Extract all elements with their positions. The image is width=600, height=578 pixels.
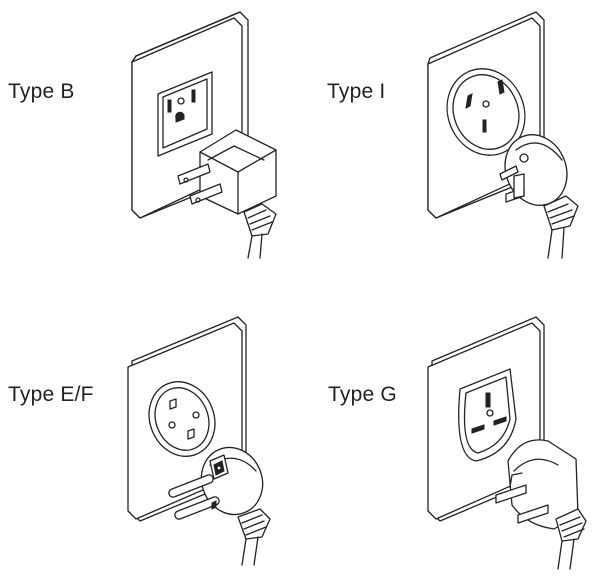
type-b-plug-socket-icon (131, 11, 277, 259)
plug-label-type-i: Type I (327, 80, 386, 103)
type-ef-plug-socket-icon (127, 316, 271, 566)
plug-label-type-ef: Type E/F (8, 383, 94, 406)
panel-type-i: Type I (300, 0, 600, 289)
type-g-plug-socket-icon (427, 316, 587, 570)
plug-label-type-b: Type B (8, 80, 75, 103)
panel-type-b: Type B (0, 0, 300, 289)
panel-type-g: Type G (300, 289, 600, 578)
plug-label-type-g: Type G (328, 383, 397, 406)
type-i-plug-socket-icon (427, 11, 579, 259)
panel-type-ef: Type E/F (0, 289, 300, 578)
